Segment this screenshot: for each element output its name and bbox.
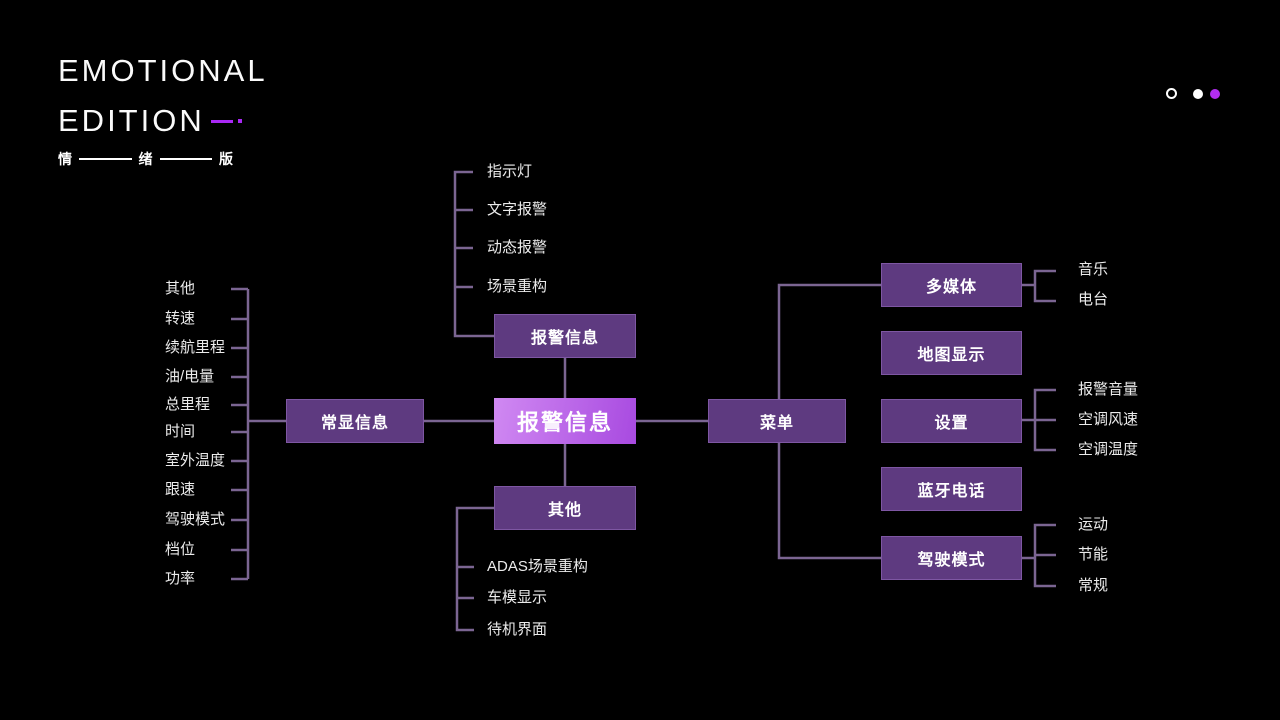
alarm-leaf: 指示灯 [487, 163, 533, 180]
left-leaf: 时间 [165, 423, 196, 440]
node-caidan: 菜单 [708, 399, 846, 443]
alarm-leaf: 文字报警 [487, 201, 548, 218]
node-baojingxinxi-sub: 报警信息 [494, 314, 636, 358]
alarm-leaf: 场景重构 [487, 278, 548, 295]
node-center-baojingxinxi: 报警信息 [494, 398, 636, 444]
title-line2: EDITION [58, 103, 205, 138]
other-leaf: 待机界面 [487, 621, 548, 638]
settings-leaf: 空调风速 [1078, 411, 1139, 428]
left-leaf: 总里程 [165, 396, 211, 413]
drivemode-leaf: 常规 [1078, 577, 1109, 594]
node-lanyadianhua: 蓝牙电话 [881, 467, 1022, 511]
accent-dot [237, 119, 242, 123]
left-leaf: 档位 [165, 541, 196, 558]
subtitle-char2: 绪 [138, 151, 153, 167]
alarm-leaf: 动态报警 [487, 239, 548, 256]
pager-dot-1[interactable] [1166, 88, 1177, 99]
other-leaf: ADAS场景重构 [487, 558, 588, 575]
left-leaf: 转速 [165, 310, 196, 327]
accent-dash [210, 119, 233, 123]
left-leaf: 跟速 [165, 481, 196, 498]
left-leaf: 续航里程 [165, 339, 226, 356]
title-line1: EMOTIONAL [58, 53, 268, 88]
left-leaf: 功率 [165, 570, 196, 587]
node-qita: 其他 [494, 486, 636, 530]
drivemode-leaf: 节能 [1078, 546, 1109, 563]
other-leaf: 车模显示 [487, 589, 548, 606]
media-leaf: 电台 [1078, 291, 1109, 308]
left-leaf: 驾驶模式 [165, 511, 226, 528]
media-leaf: 音乐 [1078, 261, 1109, 278]
node-dituxianshi: 地图显示 [881, 331, 1022, 375]
left-leaf: 室外温度 [165, 452, 226, 469]
drivemode-leaf: 运动 [1078, 516, 1109, 533]
pager-dot-3[interactable] [1210, 88, 1220, 99]
node-changxianxinxi: 常显信息 [286, 399, 424, 443]
left-leaf: 其他 [165, 280, 196, 297]
node-shezhi: 设置 [881, 399, 1022, 443]
settings-leaf: 报警音量 [1078, 381, 1139, 398]
subtitle: 情 绪 版 [58, 149, 233, 169]
settings-leaf: 空调温度 [1078, 441, 1139, 458]
pager-dot-2[interactable] [1193, 88, 1203, 99]
node-jiashimoshi: 驾驶模式 [881, 536, 1022, 580]
subtitle-char1: 情 [58, 151, 72, 167]
subtitle-char3: 版 [219, 151, 233, 167]
page-title: EMOTIONAL EDITION [58, 46, 268, 146]
node-duomeiti: 多媒体 [881, 263, 1022, 307]
subtitle-divider [159, 158, 212, 160]
left-leaf: 油/电量 [165, 368, 215, 385]
pager [1166, 88, 1220, 99]
subtitle-divider [79, 158, 132, 160]
